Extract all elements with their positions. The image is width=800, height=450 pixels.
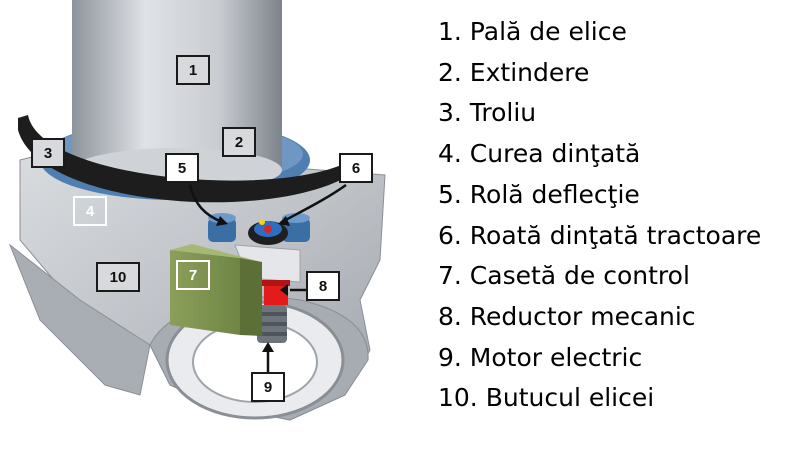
callout-8: 8	[306, 271, 340, 301]
callout-2: 2	[222, 127, 256, 157]
legend-item: 7. Casetă de control	[438, 261, 690, 291]
callout-1: 1	[176, 55, 210, 85]
legend-item: 4. Curea dinţată	[438, 139, 641, 169]
arrowheads	[216, 216, 290, 352]
component-legend: 1. Pală de elice 2. Extindere 3. Troliu …	[438, 12, 798, 419]
legend-item: 2. Extindere	[438, 57, 590, 87]
callout-9: 9	[251, 372, 285, 402]
legend-item: 1. Pală de elice	[438, 17, 627, 46]
legend-item: 6. Roată dinţată tractoare	[438, 220, 762, 250]
electric-motor	[257, 305, 287, 343]
callout-6: 6	[339, 153, 373, 183]
callout-5: 5	[165, 153, 199, 183]
legend-item: 9. Motor electric	[438, 342, 643, 372]
drive-sprocket	[248, 219, 288, 245]
callout-7: 7	[176, 260, 210, 290]
legend-item: 8. Reductor mecanic	[438, 301, 696, 331]
control-box	[170, 244, 262, 336]
callout-10: 10	[96, 262, 140, 292]
legend-item: 5. Rolă deflecţie	[438, 179, 640, 209]
legend-item: 3. Troliu	[438, 98, 537, 128]
legend-item: 10. Butucul elicei	[438, 383, 655, 413]
callout-4: 4	[73, 196, 107, 226]
callout-3: 3	[31, 138, 65, 168]
toothed-belt	[18, 115, 360, 203]
deflection-pulleys	[208, 213, 310, 242]
